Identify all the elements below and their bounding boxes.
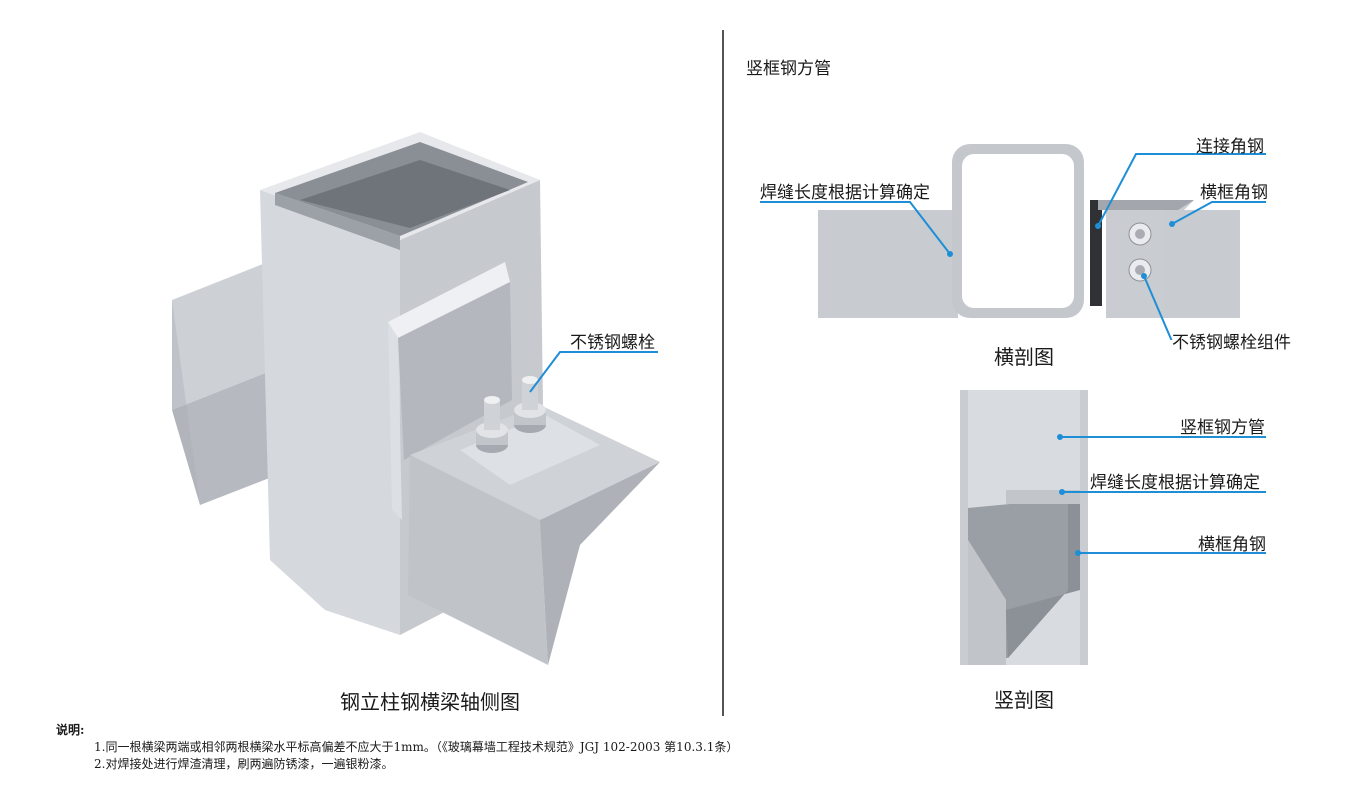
note-item: 1.同一根横梁两端或相邻两根横梁水平标高偏差不应大于1mm。（《玻璃幕墙工程技术… [94,740,739,754]
label-bolt-assembly: 不锈钢螺栓组件 [1172,333,1291,353]
connection-angle-section [1090,200,1102,306]
square-tube-section [952,144,1084,318]
horizontal-section-drawing [760,144,1266,340]
h-section-leaders [760,153,1266,340]
right-transom-section [1098,200,1240,318]
label-connection-angle: 连接角钢 [1196,137,1264,157]
isometric-view [172,132,660,665]
v-section-leaders [1060,436,1266,554]
label-stainless-bolt: 不锈钢螺栓 [570,333,655,353]
right-transom-angle [408,405,660,665]
caption-isometric: 钢立柱钢横梁轴侧图 [340,690,520,714]
connection-angle [388,262,512,520]
bolt-leader-line [529,351,658,393]
notes-title: 说明: [56,723,85,737]
label-weld-length-v: 焊缝长度根据计算确定 [1090,473,1260,493]
left-transom-section [818,210,958,318]
left-transom-beam [172,262,290,505]
vertical-divider [722,30,724,716]
label-weld-length-h: 焊缝长度根据计算确定 [760,183,930,203]
label-transom-angle-h: 横框角钢 [1200,183,1268,203]
heading-square-tube: 竖框钢方管 [746,59,831,79]
note-item: 2.对焊接处进行焊渣清理，刷两遍防锈漆，一遍银粉漆。 [94,757,394,771]
caption-horizontal-section: 横剖图 [994,345,1054,369]
stainless-bolts [476,376,546,453]
vertical-section-drawing [960,390,1266,665]
caption-vertical-section: 竖剖图 [994,688,1054,712]
label-transom-angle-v: 横框角钢 [1198,535,1266,555]
label-square-tube-v: 竖框钢方管 [1180,418,1265,438]
